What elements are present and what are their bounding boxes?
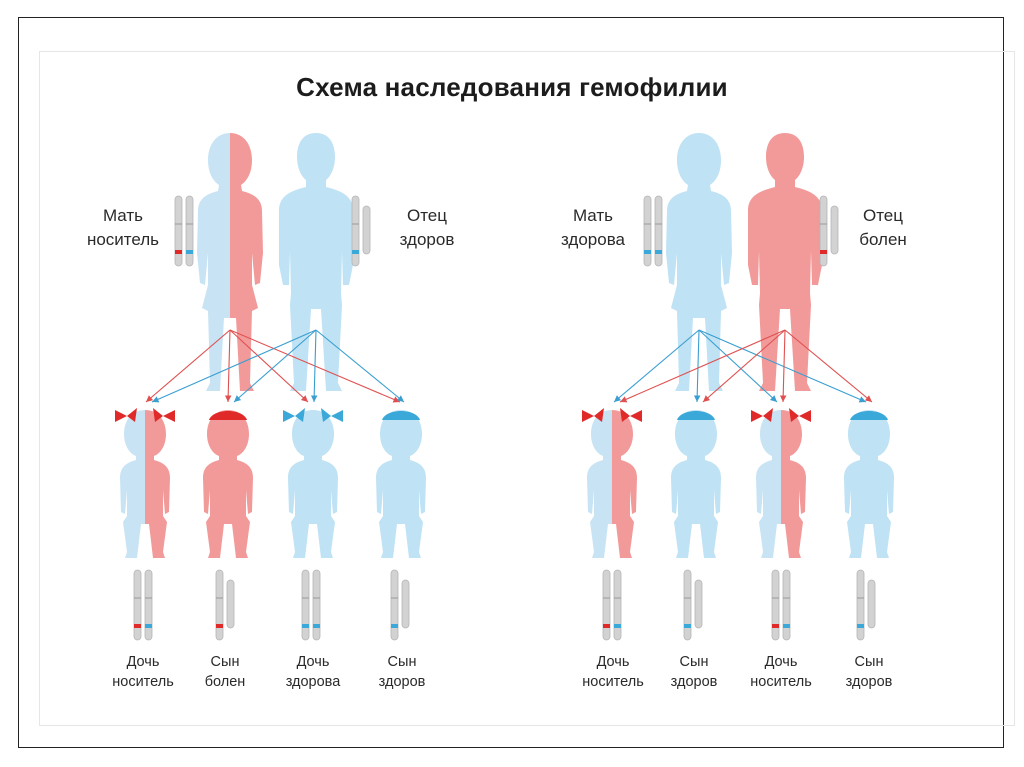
child-label: Сын здоров (378, 654, 426, 690)
child-label: Сын болен (204, 654, 246, 690)
child6-chromosomes (683, 569, 703, 641)
child-son-healthy-figure (376, 410, 426, 558)
child-label: Дочь здорова (285, 654, 341, 690)
child-label: Дочь носитель (750, 654, 812, 690)
mother-carrier-figure (197, 133, 263, 391)
child3-chromosomes (301, 569, 321, 641)
mother2-chromosomes (643, 195, 663, 267)
child7-daughter-carrier-figure (751, 408, 811, 558)
child8-son-healthy-figure (844, 410, 894, 558)
child4-chromosomes (390, 569, 410, 641)
father-chromosomes (351, 195, 371, 267)
child-daughter-carrier-figure (115, 408, 175, 558)
child5-chromosomes (602, 569, 622, 641)
child1-chromosomes (133, 569, 153, 641)
mother-healthy-figure (666, 133, 732, 391)
father2-chromosomes (819, 195, 839, 267)
father-label-left: Отец здоров (399, 206, 455, 249)
child7-chromosomes (771, 569, 791, 641)
slide-frame (18, 17, 1015, 748)
inheritance-arrows-right (613, 329, 873, 403)
child8-chromosomes (856, 569, 876, 641)
child-label: Сын здоров (670, 654, 718, 690)
mother-label-left: Мать носитель (86, 206, 160, 249)
inheritance-arrows-left (145, 329, 405, 403)
mother-chromosomes (174, 195, 194, 267)
diagram-title: Схема наследования гемофилии (296, 72, 728, 102)
child-label: Сын здоров (845, 654, 893, 690)
child-label: Дочь носитель (112, 654, 174, 690)
child6-son-healthy-figure (671, 410, 721, 558)
child5-daughter-carrier-figure (582, 408, 642, 558)
father-label-right: Отец болен (859, 206, 907, 249)
child-label: Дочь носитель (582, 654, 644, 690)
child-son-affected-figure (203, 410, 253, 558)
child2-chromosomes (215, 569, 235, 641)
child-daughter-healthy-figure (283, 408, 343, 558)
diagram-panel (39, 51, 1015, 726)
mother-label-right: Мать здорова (561, 206, 625, 249)
